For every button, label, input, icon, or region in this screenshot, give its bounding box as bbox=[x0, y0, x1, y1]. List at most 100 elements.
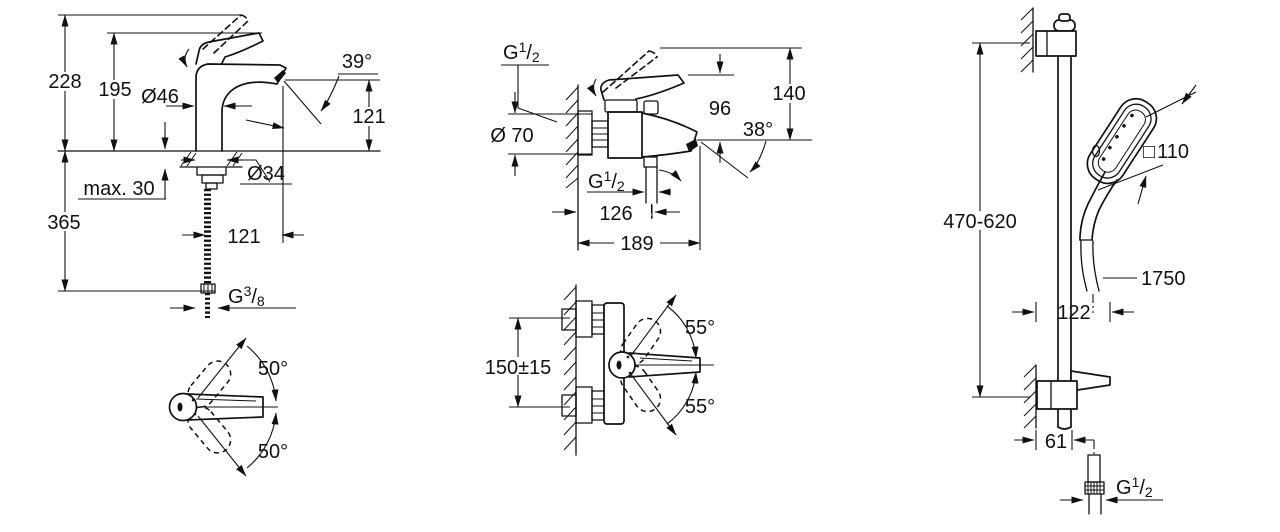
handle-inner-contour bbox=[195, 398, 257, 402]
basin-handle-lever bbox=[195, 32, 264, 65]
hose-outlet-nipple bbox=[643, 156, 658, 168]
halo-228 bbox=[46, 72, 85, 91]
bath-handle-raised-edge1 bbox=[602, 50, 650, 93]
dim-outlet-thread: G1/2 bbox=[588, 168, 625, 194]
rail-top-knob bbox=[1058, 13, 1071, 22]
shower-grip-right-edge bbox=[1091, 179, 1118, 241]
mounting-collar bbox=[205, 182, 218, 190]
shower-hose-left bbox=[1080, 240, 1088, 292]
handle-raised-dashed-tip bbox=[240, 14, 249, 22]
thread-numerator: 3 bbox=[244, 283, 252, 299]
dim-swing-lower-55: 55° bbox=[685, 396, 715, 418]
shower-head-spray-ring bbox=[1097, 109, 1146, 173]
handle-dot1 bbox=[191, 398, 195, 402]
swing-ray-lower-bath bbox=[629, 372, 677, 436]
thread-denominator: 2 bbox=[532, 49, 540, 65]
halo-189 bbox=[614, 234, 660, 252]
hose-end-fitting bbox=[1087, 454, 1101, 483]
swing-ray-lower bbox=[197, 415, 247, 477]
basin-aerator bbox=[274, 70, 286, 83]
thread-slash: / bbox=[526, 42, 532, 64]
thread-denominator: 8 bbox=[257, 293, 265, 309]
shower-hose-right bbox=[1092, 240, 1100, 292]
flange-lower bbox=[575, 386, 593, 424]
bath-mixer-top-view: 150±15 55° 55° bbox=[484, 284, 715, 456]
swing-ray-upper bbox=[197, 337, 247, 399]
shower-rail-set-view: □110 470-620 1750 122 61 G1/2 bbox=[939, 7, 1197, 515]
basin-mixer-top-view: 50° 50° bbox=[168, 337, 288, 477]
bath-handle-dot1 bbox=[626, 355, 630, 359]
bath-handle-dot2 bbox=[628, 371, 632, 375]
dim-hose-thread: G1/2 bbox=[1116, 474, 1153, 500]
dim-total-height: 228 bbox=[48, 71, 81, 93]
handle-raised-dashed-edge2 bbox=[213, 20, 249, 54]
union-nut-flats-top-view bbox=[592, 312, 604, 414]
thread-numerator: 1 bbox=[1132, 474, 1140, 490]
dim-hose-length: 1750 bbox=[1141, 268, 1186, 290]
dim-spout-height: 121 bbox=[352, 106, 385, 128]
halo-195 bbox=[95, 80, 135, 99]
rail-wall-bracket-bottom bbox=[1036, 380, 1078, 410]
mounting-nut bbox=[201, 174, 224, 184]
dim-bracket-projection: 61 bbox=[1045, 431, 1067, 453]
diverter-knob bbox=[643, 100, 659, 115]
halo-150 bbox=[484, 357, 552, 375]
swing-arc-lower-bath bbox=[666, 371, 699, 425]
bath-handle-body-top-view bbox=[628, 352, 701, 378]
handle-cap-slot bbox=[177, 402, 183, 412]
dim-spout-reach-189: 189 bbox=[620, 233, 653, 255]
inlet-nut-lower bbox=[561, 394, 577, 417]
dim-swing-lower: 50° bbox=[258, 441, 288, 463]
bath-handle-cap-top-view bbox=[608, 351, 636, 379]
supply-fitting-knurl bbox=[203, 284, 213, 293]
thread-numerator: 1 bbox=[519, 39, 527, 55]
dim-body-diameter: Ø46 bbox=[141, 86, 179, 108]
bath-handle-motion-arc bbox=[586, 78, 597, 97]
hose-nut-knurling bbox=[1085, 482, 1104, 494]
dim-handle-height: 96 bbox=[709, 98, 731, 120]
basin-mixer-side-view: 228 195 Ø46 39° 121 max. 30 Ø34 365 121 … bbox=[44, 14, 388, 318]
dim-supply-height: 365 bbox=[47, 212, 80, 234]
dim-inlet-thread: G1/2 bbox=[503, 39, 540, 65]
dim-connection-distance: 150±15 bbox=[485, 357, 552, 379]
flow-direction-arrow bbox=[245, 119, 285, 130]
shower-mode-button bbox=[1091, 144, 1101, 158]
swing-arc-upper-bath bbox=[666, 305, 699, 359]
hand-shower-head-group bbox=[1086, 97, 1158, 185]
halo-365 bbox=[44, 212, 85, 231]
thread-numerator: 1 bbox=[604, 168, 612, 184]
bath-handle-raised-tip bbox=[648, 50, 658, 58]
dim-escutcheon-diameter: Ø 70 bbox=[490, 125, 533, 147]
outlet-direction-arrow bbox=[658, 169, 682, 182]
basin-faucet-body bbox=[195, 63, 287, 152]
flange-upper bbox=[575, 300, 593, 338]
cartridge-ring bbox=[604, 99, 638, 113]
dim-outlet-offset: 126 bbox=[599, 203, 632, 225]
dim-body-height: 195 bbox=[98, 79, 131, 101]
dim-holder-projection: 122 bbox=[1057, 302, 1090, 324]
dim-max-deck: max. 30 bbox=[83, 178, 154, 200]
wall-hatch-rail-top bbox=[1020, 7, 1034, 73]
spray-nozzle-dot bbox=[1101, 157, 1106, 161]
thread-letter: G bbox=[1116, 477, 1132, 499]
angle-ray-38deg bbox=[700, 141, 749, 179]
handle-motion-arc bbox=[178, 48, 190, 68]
escutcheon bbox=[577, 110, 593, 156]
handle-dot2 bbox=[193, 412, 197, 416]
leader-d34 bbox=[243, 159, 271, 183]
head-size-arrow-lower bbox=[1137, 175, 1147, 205]
handle-cap-top-view bbox=[168, 392, 198, 422]
handle-raised-dashed-edge1 bbox=[202, 14, 242, 50]
shower-head-outline bbox=[1086, 97, 1158, 185]
rail-wall-bracket-top bbox=[1035, 30, 1077, 57]
angle-arc-38deg bbox=[749, 140, 767, 173]
shower-head-face bbox=[1092, 103, 1152, 179]
dim-hole-diameter: Ø34 bbox=[247, 163, 285, 185]
bath-handle-inner-contour bbox=[639, 357, 693, 362]
bath-handle-cap-slot bbox=[616, 360, 622, 370]
dim-swing-upper: 50° bbox=[258, 358, 288, 380]
spray-nozzle-dot bbox=[1122, 124, 1126, 128]
thread-denominator: 2 bbox=[617, 178, 625, 194]
